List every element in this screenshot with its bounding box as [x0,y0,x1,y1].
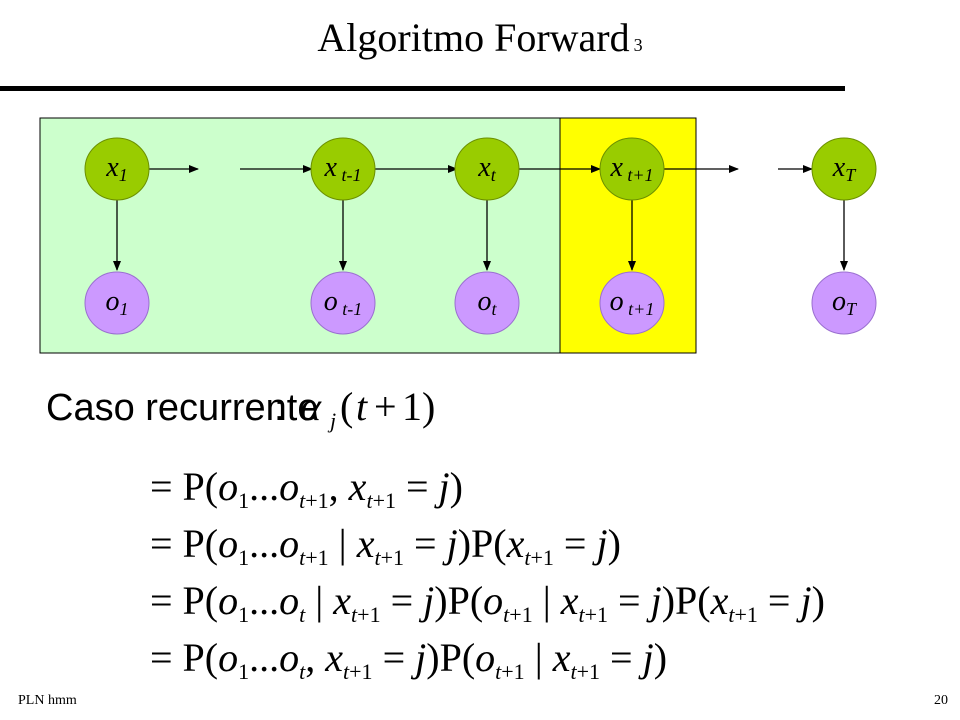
equation-line-3: = P(o1...ot | xt+1 = j)P(ot+1 | xt+1 = j… [150,578,825,627]
svg-text:+: + [374,384,397,429]
svg-text:ot: ot [477,286,497,319]
svg-text:t: t [356,384,368,429]
equation-line-4: = P(o1...ot, xt+1 = j)P(ot+1 | xt+1 = j) [150,635,667,684]
svg-text:x1: x1 [105,152,127,185]
observation-node-T: oT [811,271,877,335]
state-node-1: x1 [84,137,150,201]
observation-node-t+1: o t+1 [599,271,665,335]
recurrence-heading: Caso recurrente : α j ( t + 1) [46,384,435,433]
state-node-t: xt [454,137,520,201]
observation-node-t-1: o t-1 [310,271,376,335]
svg-text:xT: xT [832,152,857,185]
state-node-t-1: x t-1 [310,137,376,201]
case-label: Caso recurrente [46,387,318,429]
title-number: 3 [633,35,643,55]
footer-course-label: PLN hmm [18,693,77,708]
svg-text:1): 1) [402,384,435,429]
state-node-T: xT [811,137,877,201]
observation-node-t: ot [454,271,520,335]
svg-text:x t-1: x t-1 [324,152,362,185]
equation-line-1: = P(o1...ot+1, xt+1 = j) [150,464,463,513]
svg-text::: : [274,387,285,429]
svg-text:o t-1: o t-1 [324,286,363,319]
state-node-t+1: x t+1 [599,137,665,201]
page-number: 20 [934,693,948,708]
svg-text:o t+1: o t+1 [610,286,655,319]
svg-text:j: j [327,408,336,433]
svg-text:xt: xt [477,152,496,185]
svg-text:o1: o1 [106,286,129,319]
alpha-symbol: α [300,384,322,429]
title-underline [0,86,845,91]
title-text: Algoritmo Forward [317,15,630,60]
svg-text:oT: oT [832,286,858,319]
svg-text:(: ( [340,384,353,429]
observation-node-1: o1 [84,271,150,335]
svg-text:x t+1: x t+1 [609,152,653,185]
equation-line-2: = P(o1...ot+1 | xt+1 = j)P(xt+1 = j) [150,521,621,570]
